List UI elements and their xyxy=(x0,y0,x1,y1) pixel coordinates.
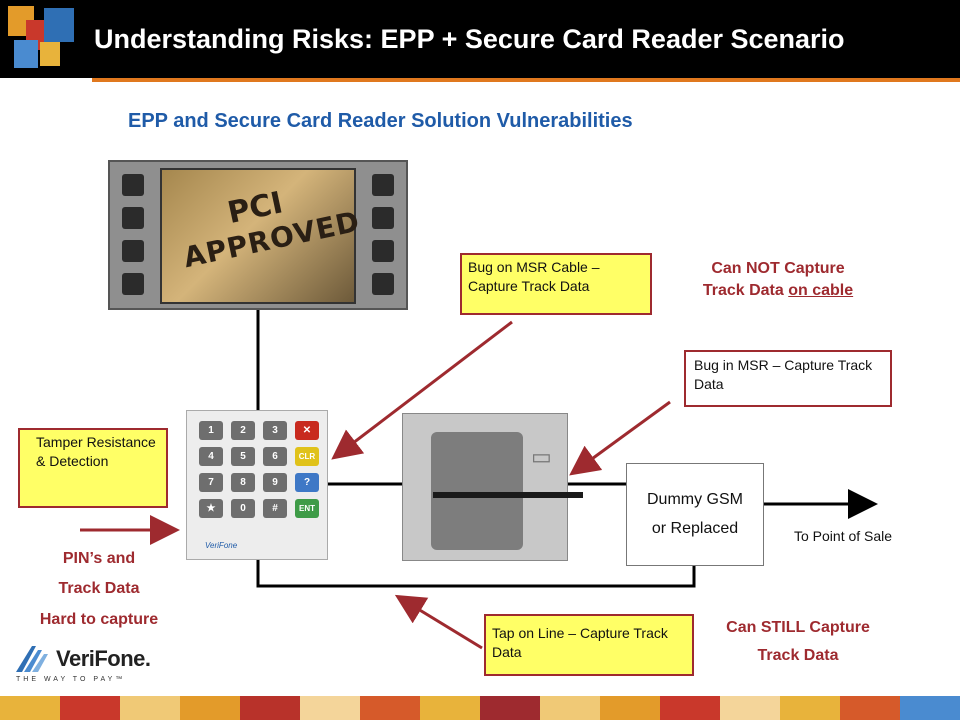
verifone-mark-icon xyxy=(16,646,48,672)
gsm-line1: Dummy GSM xyxy=(647,491,743,508)
help-key: ? xyxy=(295,473,319,492)
keypad-brand: VeriFone xyxy=(205,541,238,550)
verifone-wordmark: VeriFone. xyxy=(56,646,151,671)
key: 0 xyxy=(231,499,255,518)
bottom-loop-wire xyxy=(256,560,696,588)
to-pos-label: To Point of Sale xyxy=(794,528,893,544)
enter-key: ENT xyxy=(295,499,319,518)
pin-pad: 1 2 3 ✕ 4 5 6 CLR 7 8 9 ? ★ 0 # ENT Veri… xyxy=(186,410,328,560)
terminal-monitor: PCI APPROVED xyxy=(108,160,408,310)
verifone-tagline: THE WAY TO PAY™ xyxy=(16,676,126,683)
key: 8 xyxy=(231,473,255,492)
key: 4 xyxy=(199,447,223,466)
note-still-line2: Track Data xyxy=(757,647,839,664)
note-pin-line3: Hard to capture xyxy=(39,610,159,628)
header-bar: Understanding Risks: EPP + Secure Card R… xyxy=(0,0,960,78)
callout-msr-cable: Bug on MSR Cable – Capture Track Data xyxy=(460,253,652,315)
verifone-logo: VeriFone. THE WAY TO PAY™ xyxy=(14,642,164,688)
key: 9 xyxy=(263,473,287,492)
key: 2 xyxy=(231,421,255,440)
note-pin-line1: PIN’s and xyxy=(62,550,136,567)
key: 3 xyxy=(263,421,287,440)
swipe-slot xyxy=(433,492,583,498)
logo-squares-icon xyxy=(0,0,90,78)
dummy-gsm-box: Dummy GSM or Replaced xyxy=(626,463,764,566)
card-slot xyxy=(431,432,523,550)
key: 7 xyxy=(199,473,223,492)
key: ★ xyxy=(199,499,223,518)
cancel-key: ✕ xyxy=(295,421,319,440)
pci-approved-stamp: PCI APPROVED xyxy=(180,185,363,275)
header-divider xyxy=(92,78,960,82)
keypad-grid: 1 2 3 ✕ 4 5 6 CLR 7 8 9 ? ★ 0 # ENT xyxy=(199,421,319,518)
monitor-left-buttons xyxy=(122,174,144,306)
note-cannot-capture: Can NOT Capture Track Data on cable xyxy=(674,258,882,301)
gsm-line2: or Replaced xyxy=(651,520,739,537)
callout-tap-line: Tap on Line – Capture Track Data xyxy=(484,614,694,676)
slide-subtitle: EPP and Secure Card Reader Solution Vuln… xyxy=(128,110,633,132)
key: 5 xyxy=(231,447,255,466)
card-swipe-icon: ▭ xyxy=(531,444,552,469)
callout-tamper: Tamper Resistance & Detection xyxy=(18,428,168,508)
monitor-right-buttons xyxy=(372,174,394,306)
clear-key: CLR xyxy=(295,447,319,466)
msr-bug-arrow xyxy=(569,400,671,476)
note-still-capture: Can STILL Capture Track Data xyxy=(694,614,902,670)
key: 1 xyxy=(199,421,223,440)
note-pin-track: PIN’s and Track Data Hard to capture xyxy=(14,544,184,635)
note-cannot-line1: Can NOT Capture xyxy=(711,260,845,277)
note-pin-line2: Track Data xyxy=(58,580,140,598)
key: 6 xyxy=(263,447,287,466)
slide-title: Understanding Risks: EPP + Secure Card R… xyxy=(94,24,845,54)
key: # xyxy=(263,499,287,518)
monitor-screen: PCI APPROVED xyxy=(160,168,363,304)
secure-card-reader: ▭ xyxy=(402,413,583,561)
footer-color-strip xyxy=(0,696,960,720)
note-still-line1: Can STILL Capture xyxy=(726,619,870,636)
msr-cable-arrow xyxy=(331,320,513,460)
tap-line-arrow xyxy=(394,594,483,650)
callout-msr-bug: Bug in MSR – Capture Track Data xyxy=(684,350,892,407)
note-cannot-line2: Track Data on cable xyxy=(702,281,854,299)
